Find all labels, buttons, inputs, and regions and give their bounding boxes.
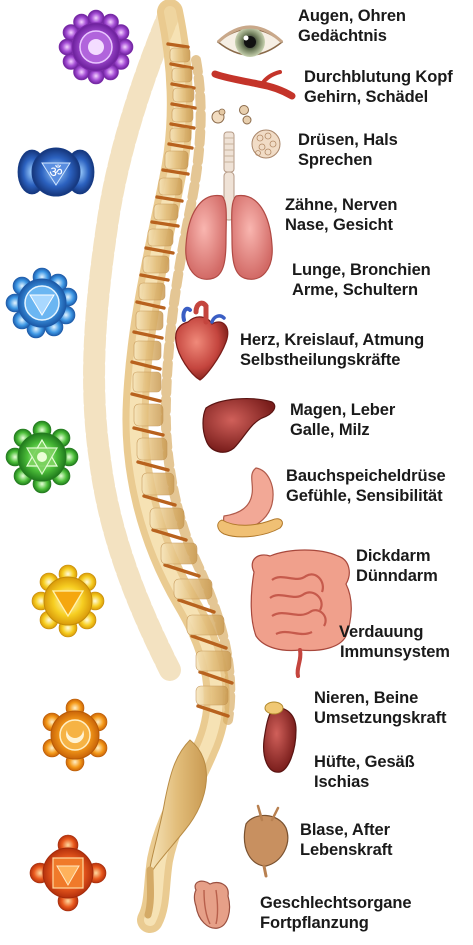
label-line: Dickdarm: [356, 547, 431, 565]
intervertebral-discs: [130, 42, 234, 718]
chakra-crown-icon: [58, 9, 134, 85]
label-line: Nase, Gesicht: [285, 216, 393, 234]
label-line: Blase, After: [300, 821, 390, 839]
vertebrae: [132, 47, 232, 706]
label-line: Herz, Kreislauf, Atmung: [240, 331, 425, 349]
label-line: Lunge, Bronchien: [292, 261, 431, 279]
label-line: Gedächtnis: [298, 27, 387, 45]
label-line: Zähne, Nerven: [285, 196, 398, 214]
lungs-icon: [185, 171, 273, 280]
reproductive-icon: [193, 880, 231, 929]
label-verdauung: Verdauung Immunsystem: [339, 622, 450, 662]
label-line: Augen, Ohren: [298, 7, 406, 25]
label-line: Durchblutung Kopf: [304, 68, 453, 86]
label-line: Hüfte, Gesäß: [314, 753, 415, 771]
label-line: Ischias: [314, 773, 370, 791]
label-huefte: Hüfte, Gesäß Ischias: [314, 752, 415, 792]
label-line: Sprechen: [298, 151, 373, 169]
eye-icon: [216, 25, 284, 57]
chakra-third-eye-icon: ॐ: [17, 147, 95, 197]
label-blase: Blase, After Lebenskraft: [300, 820, 393, 860]
stomach-pancreas-icon: [217, 467, 283, 538]
bladder-icon: [243, 804, 289, 878]
svg-text:ॐ: ॐ: [49, 163, 63, 181]
label-line: Geschlechtsorgane: [260, 894, 412, 912]
chakra-sacral-icon: [42, 698, 108, 772]
label-line: Drüsen, Hals: [298, 131, 398, 149]
label-magen: Magen, Leber Galle, Milz: [290, 400, 395, 440]
label-line: Nieren, Beine: [314, 689, 419, 707]
intestines-icon: [250, 549, 352, 678]
label-line: Verdauung: [339, 623, 424, 641]
spine-illustration: [83, 0, 236, 933]
artery-icon: [211, 70, 296, 100]
label-line: Umsetzungskraft: [314, 709, 447, 727]
label-line: Magen, Leber: [290, 401, 396, 419]
label-nieren: Nieren, Beine Umsetzungskraft: [314, 688, 446, 728]
label-darm: Dickdarm Dünndarm: [356, 546, 438, 586]
kidney-icon: [263, 701, 297, 773]
label-druesen: Drüsen, Hals Sprechen: [298, 130, 398, 170]
label-line: Lebenskraft: [300, 841, 393, 859]
label-line: Fortpflanzung: [260, 914, 369, 932]
liver-icon: [202, 398, 276, 453]
label-durchblutung: Durchblutung Kopf Gehirn, Schädel: [304, 67, 453, 107]
label-line: Galle, Milz: [290, 421, 370, 439]
label-line: Arme, Schultern: [292, 281, 418, 299]
label-line: Gehirn, Schädel: [304, 88, 429, 106]
label-line: Immunsystem: [340, 643, 450, 661]
label-lunge: Lunge, Bronchien Arme, Schultern: [292, 260, 431, 300]
label-line: Selbstheilungskräfte: [240, 351, 401, 369]
chakra-root-icon: [29, 834, 107, 912]
label-bauch: Bauchspeicheldrüse Gefühle, Sensibilität: [286, 466, 446, 506]
label-line: Dünndarm: [356, 567, 438, 585]
brain-glands-icon: [211, 105, 252, 125]
label-geschlecht: Geschlechtsorgane Fortpflanzung: [260, 893, 412, 933]
label-zaehne: Zähne, Nerven Nase, Gesicht: [285, 195, 398, 235]
label-line: Gefühle, Sensibilität: [286, 487, 443, 505]
heart-icon: [175, 300, 229, 381]
chakra-solar-plexus-icon: [31, 564, 105, 638]
label-herz: Herz, Kreislauf, Atmung Selbstheilungskr…: [240, 330, 424, 370]
chakra-throat-icon: [5, 267, 78, 339]
label-line: Bauchspeicheldrüse: [286, 467, 446, 485]
label-augen: Augen, Ohren Gedächtnis: [298, 6, 406, 46]
thyroid-icon: [223, 129, 281, 173]
chakra-heart-icon: [5, 420, 79, 494]
